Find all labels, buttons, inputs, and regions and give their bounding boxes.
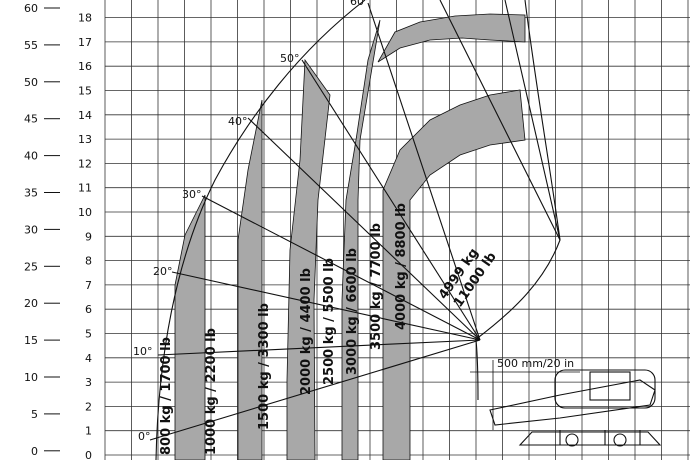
meter-tick-label: 6 xyxy=(85,303,92,316)
feet-tick-label: 0 xyxy=(31,445,38,458)
load-label: 1500 kg / 3300 lb xyxy=(257,303,272,430)
meter-tick-label: 0 xyxy=(85,449,92,460)
zone-3000kg xyxy=(341,19,381,460)
load-zones xyxy=(174,13,526,460)
meter-tick-label: 10 xyxy=(78,206,92,219)
load-label: 800 kg / 1700 lb xyxy=(159,337,174,455)
feet-tick-label: 40 xyxy=(24,150,38,163)
load-label: 3500 kg / 7700 lb xyxy=(369,223,384,350)
feet-tick-label: 50 xyxy=(24,76,38,89)
envelope xyxy=(149,0,561,460)
meter-tick-label: 4 xyxy=(85,352,92,365)
meter-tick-label: 2 xyxy=(85,400,92,413)
angle-label: 0° xyxy=(138,430,151,443)
load-label: 1000 kg / 2200 lb xyxy=(204,328,219,455)
feet-tick-label: 25 xyxy=(24,260,38,273)
inner-envelope xyxy=(474,0,561,341)
feet-tick-label: 30 xyxy=(24,223,38,236)
radial-50 xyxy=(301,59,481,341)
meter-tick-label: 7 xyxy=(85,279,92,292)
radial-60 xyxy=(367,2,481,341)
feet-tick-label: 20 xyxy=(24,297,38,310)
meter-tick-label: 8 xyxy=(85,255,92,268)
angle-label: 30° xyxy=(182,188,202,201)
zone-top-a xyxy=(377,13,526,63)
feet-tick-label: 10 xyxy=(24,371,38,384)
radial-inner-a xyxy=(439,0,561,241)
telehandler-icon xyxy=(470,360,662,447)
meter-tick-label: 3 xyxy=(85,376,92,389)
radial-10 xyxy=(157,339,481,356)
meter-tick-label: 12 xyxy=(78,157,92,170)
meter-tick-label: 17 xyxy=(78,36,92,49)
meter-tick-label: 18 xyxy=(78,12,92,25)
angle-label: 10° xyxy=(133,345,153,358)
load-label: 3000 kg / 6600 lb xyxy=(345,248,360,375)
feet-tick-label: 55 xyxy=(24,39,38,52)
meter-tick-label: 16 xyxy=(78,60,92,73)
clearance-note: 500 mm/20 in xyxy=(497,357,574,370)
load-label: 2000 kg / 4400 lb xyxy=(299,268,314,395)
zone-2500kg xyxy=(286,58,331,460)
zone-4000kg xyxy=(382,89,526,460)
meter-tick-label: 13 xyxy=(78,133,92,146)
meter-tick-label: 9 xyxy=(85,230,92,243)
angle-label: 60° xyxy=(350,0,370,8)
radial-inner-b xyxy=(504,0,561,241)
meter-tick-label: 15 xyxy=(78,85,92,98)
zone-1000kg xyxy=(174,194,206,460)
angle-label: 40° xyxy=(228,115,248,128)
inner-envelope-2 xyxy=(475,339,479,401)
feet-tick-label: 35 xyxy=(24,187,38,200)
angle-label: 20° xyxy=(153,265,173,278)
feet-tick-label: 15 xyxy=(24,334,38,347)
radial-20 xyxy=(171,271,481,341)
meter-tick-label: 14 xyxy=(78,109,92,122)
meter-tick-label: 5 xyxy=(85,328,92,341)
feet-tick-label: 60 xyxy=(24,2,38,15)
meter-tick-label: 11 xyxy=(78,182,92,195)
angle-label: 50° xyxy=(280,52,300,65)
radial-40 xyxy=(247,117,481,341)
outer-envelope xyxy=(155,0,366,460)
meter-tick-label: 1 xyxy=(85,425,92,438)
feet-tick-label: 45 xyxy=(24,113,38,126)
load-label: 2500 kg / 5500 lb xyxy=(322,258,337,385)
radial-30 xyxy=(201,195,481,341)
zone-2000kg xyxy=(237,99,263,460)
radial-0 xyxy=(149,339,481,441)
feet-tick-label: 5 xyxy=(31,408,38,421)
load-label: 4000 kg / 8800 lb xyxy=(394,203,409,330)
